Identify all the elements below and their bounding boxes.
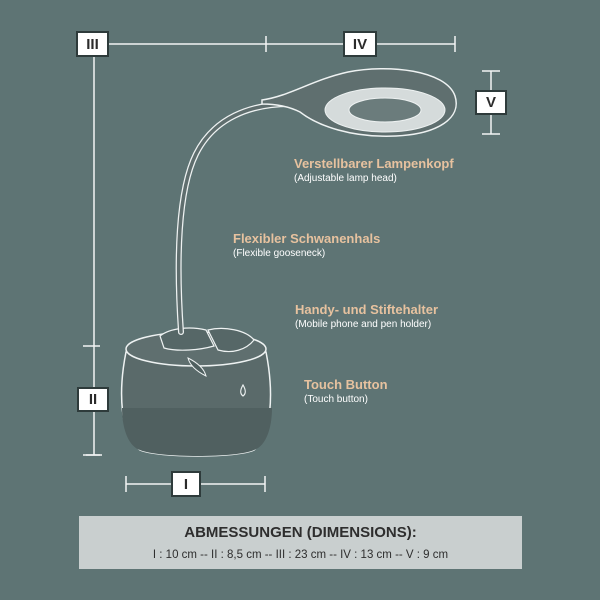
callout-touch-button: Touch Button (Touch button): [304, 377, 388, 407]
dimension-label-iv: IV: [343, 31, 377, 57]
touch-button-icon: [240, 383, 246, 397]
callout-heading: Verstellbarer Lampenkopf: [294, 156, 454, 171]
callout-subtitle: (Flexible gooseneck): [233, 248, 326, 259]
callout-gooseneck: Flexibler Schwanenhals (Flexible goosene…: [233, 231, 380, 261]
dimension-lines: [83, 36, 500, 492]
gooseneck: [175, 101, 293, 335]
callout-heading: Flexibler Schwanenhals: [233, 231, 381, 246]
lamp-head: [261, 67, 457, 137]
dimensions-values: I : 10 cm -- II : 8,5 cm -- III : 23 cm …: [152, 549, 449, 561]
dimension-label-v: V: [475, 90, 507, 115]
dimension-label-ii: II: [77, 387, 109, 412]
callout-subtitle: (Mobile phone and pen holder): [295, 319, 432, 330]
callout-holder: Handy- und Stiftehalter (Mobile phone an…: [295, 302, 438, 332]
callout-heading: Handy- und Stiftehalter: [295, 302, 439, 317]
lamp-base: [120, 327, 272, 457]
dimensions-title: ABMESSUNGEN (DIMENSIONS):: [184, 524, 417, 541]
dimensions-panel: ABMESSUNGEN (DIMENSIONS): I : 10 cm -- I…: [79, 516, 522, 569]
dimension-label-iii: III: [76, 31, 109, 57]
dimension-label-i: I: [171, 471, 201, 497]
callout-subtitle: (Touch button): [304, 394, 368, 405]
callout-subtitle: (Adjustable lamp head): [294, 173, 397, 184]
callout-lamp-head: Verstellbarer Lampenkopf (Adjustable lam…: [294, 156, 454, 186]
callout-heading: Touch Button: [304, 377, 388, 392]
